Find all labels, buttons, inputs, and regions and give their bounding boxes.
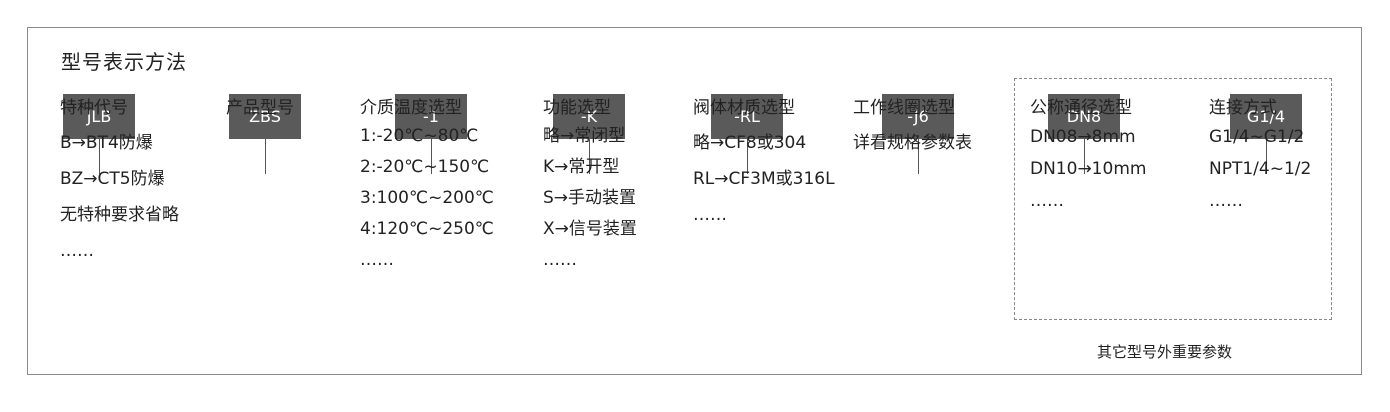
column-heading: 功能选型 — [543, 98, 611, 118]
code-box: -J6 — [882, 94, 954, 139]
connector-line — [747, 139, 748, 174]
column-heading: 介质温度选型 — [360, 98, 462, 118]
column-heading: 产品型号 — [226, 98, 294, 118]
column-line: RL→CF3M或316L — [693, 169, 835, 189]
connector-line — [265, 139, 266, 174]
column-lines: 详看规格参数表 — [853, 125, 972, 161]
column-line: DN10→10mm — [1030, 159, 1147, 179]
column-lines: G1/4~G1/2 NPT1/4~1/2 …… — [1209, 121, 1311, 217]
column-line: NPT1/4~1/2 — [1209, 159, 1312, 179]
connector-line — [99, 139, 100, 174]
column-heading: 特种代号 — [60, 98, 128, 118]
code-box: -1 — [395, 94, 467, 139]
column-heading: 连接方式 — [1209, 98, 1277, 118]
column-line: 略→常闭型 — [543, 126, 626, 146]
column-line: B→BT4防爆 — [60, 133, 153, 153]
code-box: G1/4 — [1230, 94, 1302, 139]
column-line: …… — [360, 250, 394, 270]
column-line: …… — [543, 250, 577, 270]
column-lines: 略→CF8或304 RL→CF3M或316L …… — [693, 125, 835, 233]
connector-line — [1266, 139, 1267, 174]
column-line: 1:-20℃~80℃ — [360, 126, 479, 146]
column-line: 4:120℃~250℃ — [360, 219, 494, 239]
column-line: BZ→CT5防爆 — [60, 169, 165, 189]
column-line: X→信号装置 — [543, 219, 637, 239]
other-params-caption: 其它型号外重要参数 — [1097, 343, 1233, 361]
code-box: ZBS — [229, 94, 301, 139]
column-line: S→手动装置 — [543, 188, 637, 208]
column-lines: 略→常闭型 K→常开型 S→手动装置 X→信号装置 …… — [543, 121, 637, 276]
column-line: 略→CF8或304 — [693, 133, 807, 153]
connector-line — [589, 139, 590, 174]
column-heading: 工作线圈选型 — [853, 98, 955, 118]
column-line: 无特种要求省略 — [60, 205, 179, 225]
column-lines: DN08→8mm DN10→10mm …… — [1030, 121, 1146, 217]
column-line: G1/4~G1/2 — [1209, 127, 1305, 147]
column-line: …… — [693, 205, 727, 225]
column-line: 3:100℃~200℃ — [360, 188, 494, 208]
column-heading: 公称通径选型 — [1030, 98, 1132, 118]
column-lines: 1:-20℃~80℃ 2:-20℃~150℃ 3:100℃~200℃ 4:120… — [360, 121, 494, 276]
column-line: K→常开型 — [543, 157, 620, 177]
column-line: 详看规格参数表 — [853, 133, 972, 153]
code-box: DN8 — [1048, 94, 1120, 139]
column-line: …… — [1209, 191, 1243, 211]
other-params-group — [1014, 78, 1332, 320]
column-line: 2:-20℃~150℃ — [360, 157, 490, 177]
column-line: …… — [60, 241, 94, 261]
column-heading: 阀体材质选型 — [693, 98, 795, 118]
connector-line — [431, 139, 432, 174]
code-box: -K — [553, 94, 625, 139]
code-box: JLB — [63, 94, 135, 139]
column-line: …… — [1030, 191, 1064, 211]
column-lines: B→BT4防爆 BZ→CT5防爆 无特种要求省略 …… — [60, 125, 179, 269]
connector-line — [1084, 139, 1085, 174]
connector-line — [918, 139, 919, 174]
diagram-title: 型号表示方法 — [61, 50, 187, 74]
diagram-frame — [27, 27, 1362, 375]
column-line: DN08→8mm — [1030, 127, 1136, 147]
code-box: -RL — [711, 94, 783, 139]
